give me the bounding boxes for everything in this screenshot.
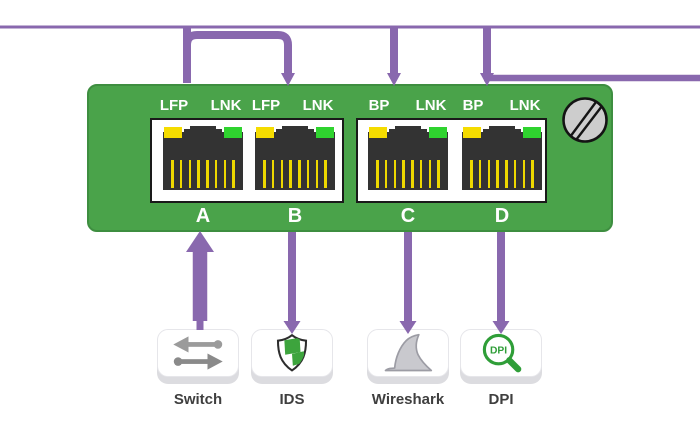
ids-node (251, 329, 333, 377)
port-c-right-led-label: LNK (415, 97, 447, 114)
shark-fin-icon (384, 333, 433, 372)
bp-led (463, 127, 481, 138)
port-a-jack (163, 126, 243, 190)
jack-pins (376, 160, 440, 188)
shield-icon (276, 333, 308, 372)
port-c-left-led-label: BP (368, 97, 390, 114)
lnk-led (429, 127, 447, 138)
a-to-b-arch (183, 31, 292, 74)
tap-front-panel: LFP LNK LFP LNK BP LNK BP LNK (87, 84, 613, 232)
bp-led (369, 127, 387, 138)
lfp-led (256, 127, 274, 138)
port-c-letter: C (400, 205, 416, 227)
lnk-led (316, 127, 334, 138)
lnk-led (523, 127, 541, 138)
jack-body (255, 132, 335, 190)
port-d-letter: D (494, 205, 510, 227)
jack-body (163, 132, 243, 190)
dpi-label: DPI (488, 391, 514, 408)
screw-icon (562, 97, 608, 143)
port-a-letter: A (195, 205, 211, 227)
jack-pins (470, 160, 534, 188)
port-b-letter: B (287, 205, 303, 227)
dpi-badge-text: DPI (490, 345, 507, 356)
switch-arrows-icon (173, 336, 223, 370)
ids-label: IDS (279, 391, 305, 408)
port-a-right-led-label: LNK (210, 97, 242, 114)
wireshark-label: Wireshark (371, 391, 445, 408)
dpi-node: DPI (460, 329, 542, 377)
port-d-left-led-label: BP (462, 97, 484, 114)
port-c-jack (368, 126, 448, 190)
switch-label: Switch (173, 391, 223, 408)
arrowhead-into-a-up (186, 231, 214, 252)
jack-pins (263, 160, 327, 188)
jack-body (462, 132, 542, 190)
jack-body (368, 132, 448, 190)
lfp-led (164, 127, 182, 138)
lnk-led (224, 127, 242, 138)
magnifier-dpi-icon: DPI (482, 333, 521, 372)
port-d-jack (462, 126, 542, 190)
wireshark-node (367, 329, 449, 377)
port-a-left-led-label: LFP (159, 97, 189, 114)
port-b-right-led-label: LNK (302, 97, 334, 114)
jack-pins (171, 160, 235, 188)
port-d-right-led-label: LNK (509, 97, 541, 114)
port-b-left-led-label: LFP (251, 97, 281, 114)
switch-node (157, 329, 239, 377)
port-b-jack (255, 126, 335, 190)
